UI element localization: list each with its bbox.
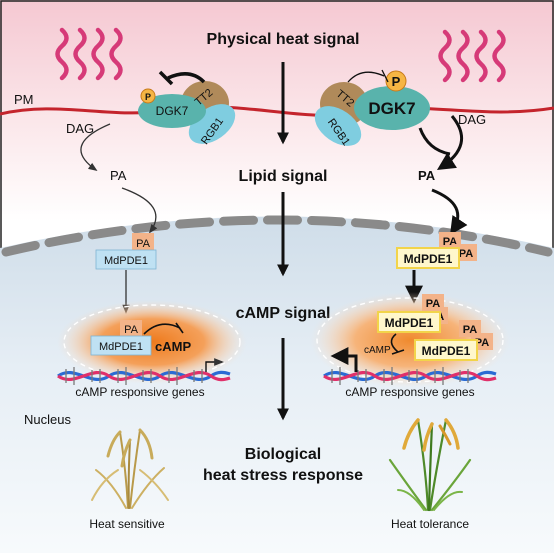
- tt2-inhibition-right: [347, 71, 385, 83]
- rgb1-protein-right: [314, 106, 362, 146]
- plasma-membrane: [0, 105, 554, 117]
- mdpde1-label-left-nucleus: MdPDE1: [99, 341, 143, 353]
- lipid-signal-title: Lipid signal: [239, 168, 328, 185]
- pa-box-right-nuc-3: [459, 320, 481, 337]
- dag-label-left: DAG: [66, 121, 94, 136]
- nucleus-label: Nucleus: [24, 412, 71, 427]
- transcription-arrow-left: [205, 358, 224, 372]
- pa-box-left-nucleus: [120, 320, 142, 337]
- pa-box-right-top-2: [455, 244, 477, 261]
- phospho-label-left: P: [145, 92, 151, 102]
- mdpde1-label-right-top: MdPDE1: [404, 252, 453, 266]
- camp-halo-left: [57, 300, 247, 384]
- nuclear-envelope: [1, 215, 553, 257]
- camp-label-left: cAMP: [155, 339, 191, 354]
- pa-to-mdpde1-arrow-left: [121, 187, 158, 234]
- dag-label-right: DAG: [458, 112, 486, 127]
- pa-box-label-left-top: PA: [136, 238, 151, 250]
- mdpde1-inhibition-camp-right: [390, 333, 399, 353]
- phospho-badge-right: [385, 70, 407, 92]
- dgk7-label-left: DGK7: [156, 104, 189, 118]
- mdpde1-box-left-nucleus: [90, 335, 152, 356]
- dag-to-pa-arrow-right: [436, 115, 463, 170]
- heat-tolerance-label: Heat tolerance: [391, 517, 469, 531]
- pa-label-left: PA: [110, 168, 127, 183]
- heat-wave-icon-right: [438, 29, 506, 83]
- mdpde1-inhibition-camp-left: [143, 323, 181, 335]
- dgk7-protein-left: [138, 94, 206, 128]
- pa-box-label-right-top-1: PA: [443, 236, 458, 248]
- mdpde1-label-left-top: MdPDE1: [104, 255, 148, 267]
- pa-box-label-left-nucleus: PA: [124, 324, 139, 336]
- dag-to-pa-arrow-left: [80, 123, 111, 172]
- pa-to-mdpde1-arrow-right: [431, 188, 468, 235]
- mdpde1-box-right-nuc-2: [414, 339, 478, 361]
- heat-wave-icon-left: [55, 27, 123, 81]
- pa-box-label-right-nuc-4: PA: [475, 337, 490, 349]
- camp-genes-label-left: cAMP responsive genes: [75, 385, 204, 399]
- camp-halo-right: [310, 292, 510, 388]
- camp-label-right: cAMP: [364, 345, 391, 356]
- mdpde1-box-left-top: [95, 249, 157, 270]
- pa-label-right: PA: [418, 168, 436, 183]
- biological-title-line2: heat stress response: [203, 467, 363, 484]
- mdpde1-label-right-nuc-2: MdPDE1: [422, 344, 471, 358]
- dgk7-protein-right: [354, 86, 430, 130]
- camp-signal-title: cAMP signal: [236, 305, 331, 322]
- right-membrane-complex: DGK7 TT2 RGB1 P: [314, 69, 430, 148]
- heat-tolerance-plant-icon: [388, 418, 472, 512]
- pa-box-left-top: [132, 233, 154, 251]
- dna-helix-left: [57, 367, 231, 385]
- heat-sensitive-label: Heat sensitive: [89, 517, 165, 531]
- transcription-arrow-right: [330, 347, 358, 372]
- pm-label: PM: [14, 92, 34, 107]
- dgk7-to-pa-arrow-right: [418, 127, 451, 156]
- phospho-label-right: P: [392, 74, 401, 89]
- biological-title-line1: Biological: [245, 446, 321, 463]
- tt2-inhibition-left: [167, 72, 206, 84]
- pa-box-label-right-top-2: PA: [459, 248, 474, 260]
- mdpde1-box-right-nuc-1: [377, 311, 441, 333]
- mdpde1-label-right-nuc-1: MdPDE1: [385, 316, 434, 330]
- camp-genes-label-right: cAMP responsive genes: [345, 385, 474, 399]
- phospho-badge-left: [140, 88, 156, 104]
- mdpde1-box-right-top: [396, 247, 460, 269]
- dna-helix-right: [323, 367, 497, 385]
- dgk7-label-right: DGK7: [368, 99, 415, 118]
- pa-box-right-nuc-1: [422, 294, 444, 311]
- physical-heat-signal-title: Physical heat signal: [207, 31, 360, 48]
- heat-sensitive-plant-icon: [91, 428, 169, 509]
